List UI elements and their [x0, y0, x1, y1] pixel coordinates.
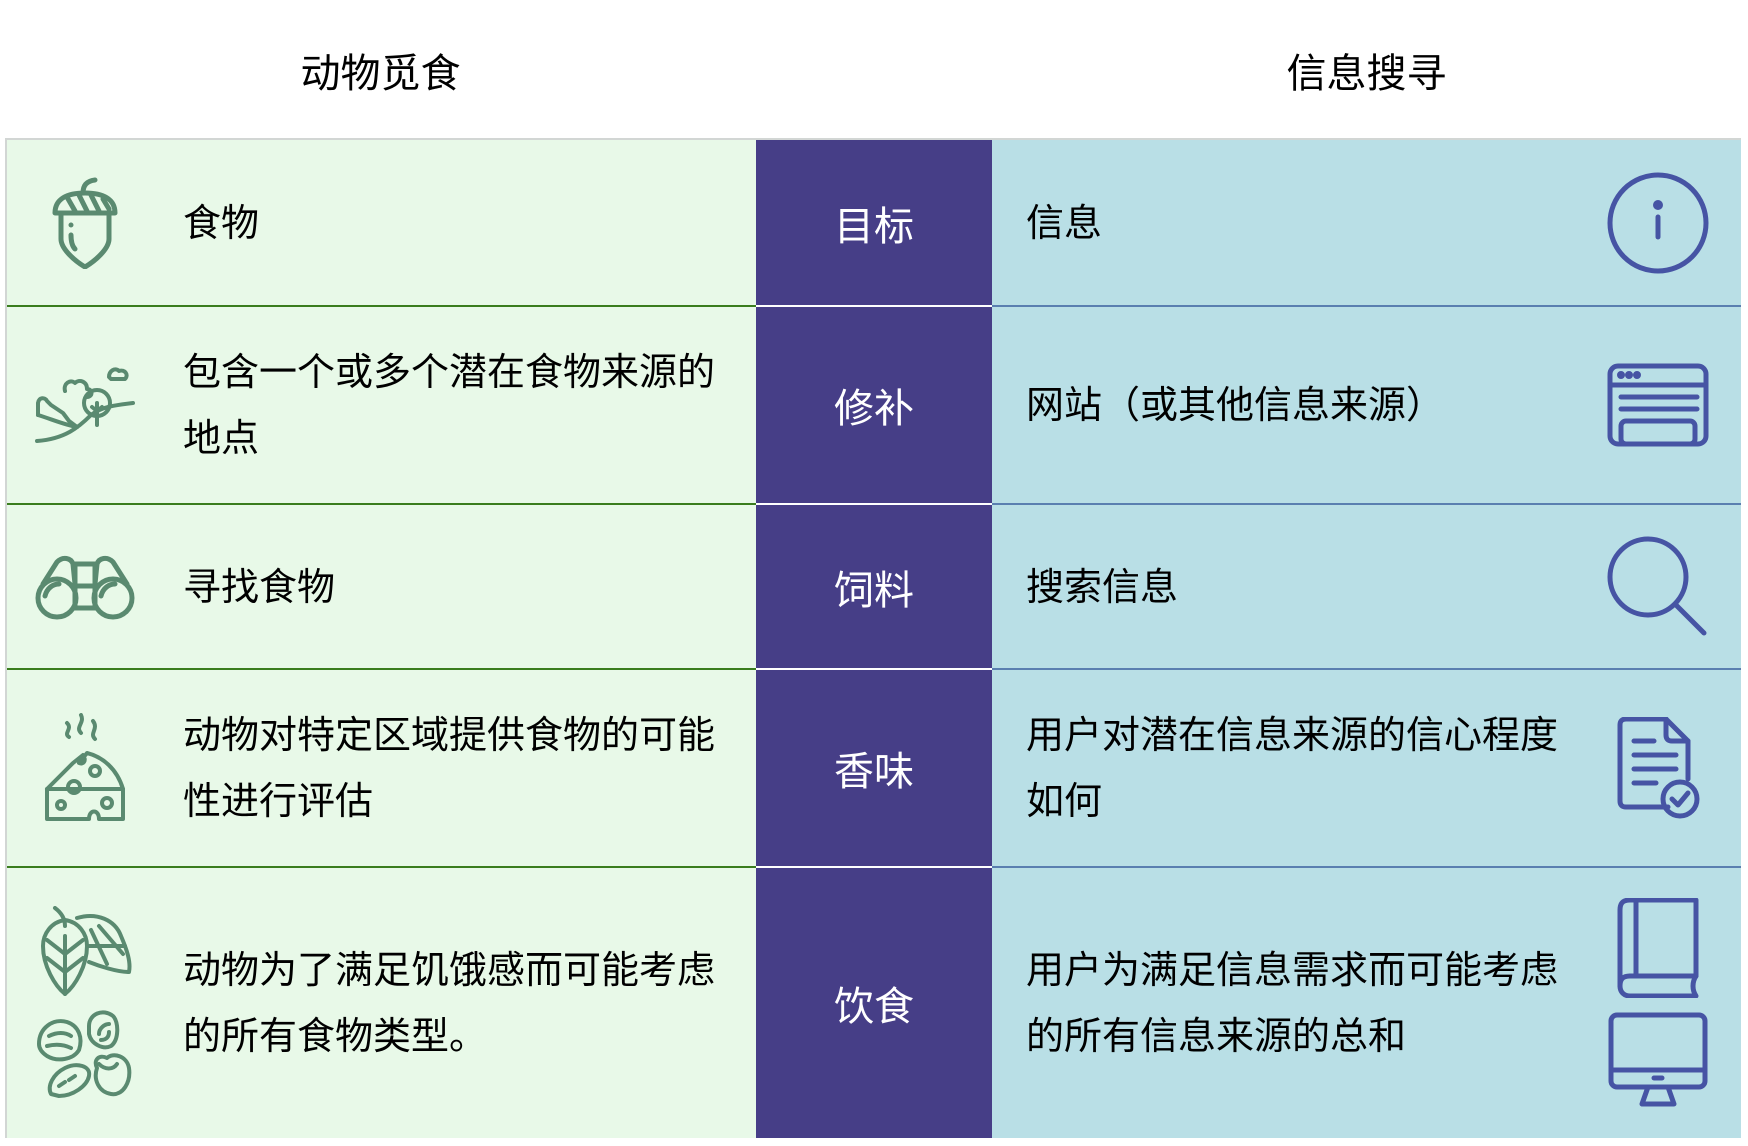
right-text: 信息	[1026, 200, 1103, 245]
monitor-icon	[1608, 1012, 1708, 1107]
header-animal-foraging: 动物觅食	[300, 51, 461, 97]
browser-window-icon	[1607, 363, 1709, 447]
book-icon	[1617, 898, 1699, 998]
magnifier-icon	[1607, 536, 1707, 635]
left-cell: 动物为了满足饥饿感而可能考虑的所有食物类型。	[7, 868, 756, 1138]
left-cell: 寻找食物	[7, 505, 756, 670]
right-cell: 信息	[992, 140, 1741, 307]
right-text: 用户对潜在信息来源的信心程度如何	[1026, 713, 1559, 823]
middle-label: 香味	[756, 670, 992, 868]
header-information-seeking: 信息搜寻	[1286, 51, 1447, 97]
middle-label-text: 修补	[834, 386, 914, 432]
left-cell: 食物	[7, 140, 756, 307]
table-row: 寻找食物 饲料 搜索信息	[7, 505, 1743, 670]
comparison-table: 食物 目标 信息	[5, 138, 1741, 1138]
left-text: 食物	[183, 200, 260, 245]
right-cell: 搜索信息	[992, 505, 1741, 670]
hops-icon	[41, 906, 132, 996]
middle-label: 修补	[756, 307, 992, 505]
table-row: 动物为了满足饥饿感而可能考虑的所有食物类型。 饮食 用户为满足信息需求而可能考虑…	[7, 868, 1743, 1138]
right-text: 用户为满足信息需求而可能考虑的所有信息来源的总和	[1026, 948, 1559, 1058]
middle-label: 饮食	[756, 868, 992, 1138]
middle-label-text: 饮食	[834, 984, 914, 1030]
left-cell: 包含一个或多个潜在食物来源的地点	[7, 307, 756, 505]
right-cell: 用户对潜在信息来源的信心程度如何	[992, 670, 1741, 868]
right-text: 网站（或其他信息来源）	[1026, 383, 1445, 427]
landscape-icon	[35, 367, 135, 443]
binoculars-icon	[35, 555, 135, 619]
left-text: 包含一个或多个潜在食物来源的地点	[183, 350, 716, 460]
left-cell: 动物对特定区域提供食物的可能性进行评估	[7, 670, 756, 868]
left-text: 寻找食物	[183, 564, 336, 609]
middle-label: 目标	[756, 140, 992, 307]
nuts-icon	[37, 1010, 132, 1098]
right-cell: 用户为满足信息需求而可能考虑的所有信息来源的总和	[992, 868, 1741, 1138]
middle-label: 饲料	[756, 505, 992, 670]
middle-label-text: 饲料	[834, 567, 914, 614]
right-text: 搜索信息	[1026, 564, 1179, 609]
table-row: 动物对特定区域提供食物的可能性进行评估 香味 用户对潜在信息来源的信心程度如何	[7, 670, 1743, 868]
document-check-icon	[1617, 717, 1700, 819]
table-row: 食物 目标 信息	[7, 140, 1743, 307]
right-cell: 网站（或其他信息来源）	[992, 307, 1741, 505]
middle-label-text: 目标	[834, 203, 914, 250]
left-text: 动物为了满足饥饿感而可能考虑的所有食物类型。	[183, 948, 716, 1058]
middle-label-text: 香味	[834, 749, 914, 795]
left-text: 动物对特定区域提供食物的可能性进行评估	[183, 713, 716, 823]
table-row: 包含一个或多个潜在食物来源的地点 修补 网站（或其他信息来源）	[7, 307, 1743, 505]
smelly-cheese-icon	[45, 713, 125, 821]
info-circle-icon	[1607, 172, 1709, 273]
acorn-icon	[52, 177, 118, 269]
